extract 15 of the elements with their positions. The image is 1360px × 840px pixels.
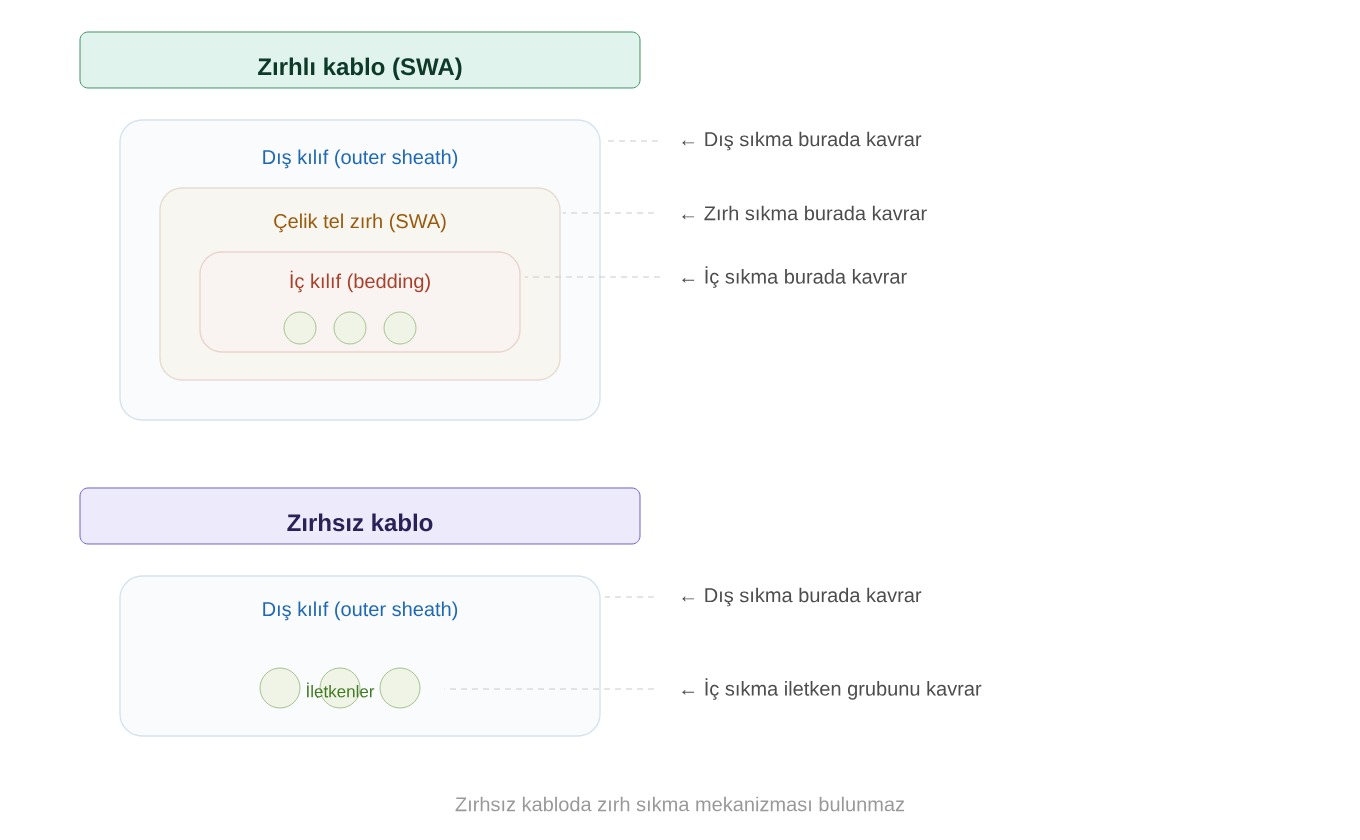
annotation-text: ← Dış sıkma burada kavrar — [682, 131, 922, 151]
annotation-text: ← İç sıkma iletken grubunu kavrar — [682, 678, 982, 700]
section-header: Zırhsız kablo — [79, 487, 641, 545]
conductor-circle — [283, 311, 317, 345]
conductor-circle — [383, 311, 417, 345]
section-header: Zırhlı kablo (SWA) — [79, 31, 641, 89]
conductor-label: İletkenler — [307, 682, 375, 698]
annotation-text: ← Zırh sıkma burada kavrar — [682, 205, 927, 221]
annotation-text: ← İç sıkma burada kavrar — [682, 266, 907, 288]
conductor-circle — [333, 311, 367, 345]
caption: Zırhsız kabloda zırh sıkma mekanizması bulunmaz — [455, 796, 905, 812]
conductor-circle — [379, 667, 421, 709]
annotation-text: ← Dış sıkma burada kavrar — [682, 587, 922, 607]
conductor-circle — [259, 667, 301, 709]
layer-box: İç kılıf (bedding) — [199, 251, 521, 353]
